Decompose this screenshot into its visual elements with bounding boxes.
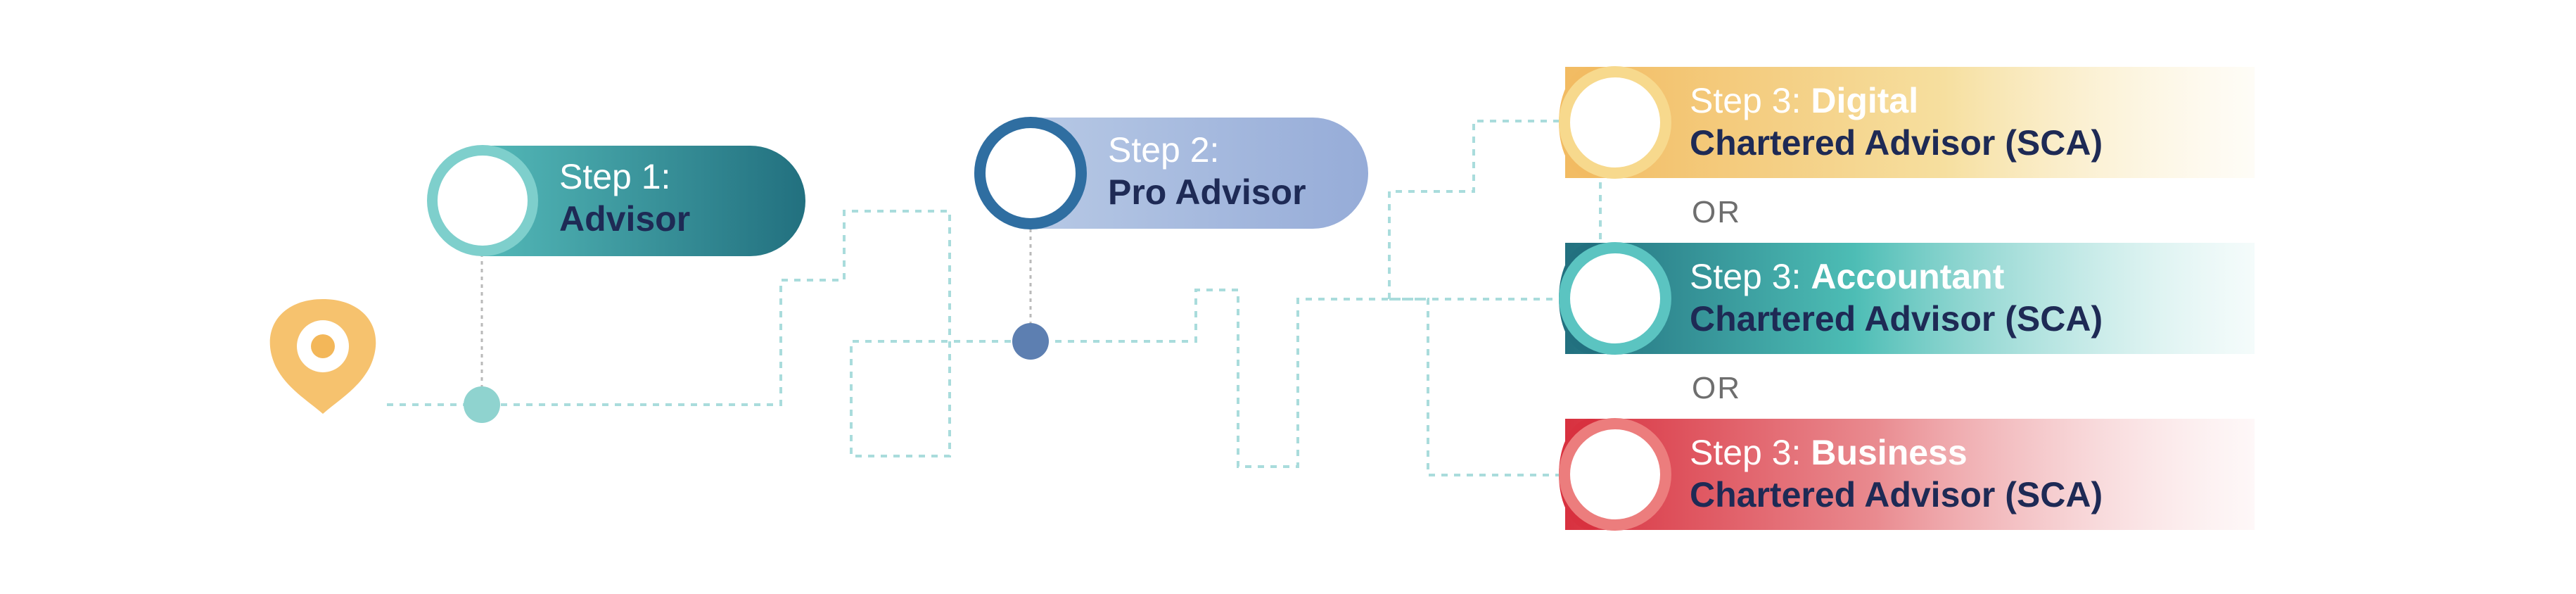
svg-text:Step 3: Accountant: Step 3: Accountant [1690, 257, 2005, 296]
step3-digital-track: Digital [1811, 81, 1918, 120]
step1-title: Advisor [559, 199, 690, 239]
svg-text:Step 3: Digital: Step 3: Digital [1690, 81, 1918, 120]
step3-digital-title: Chartered Advisor (SCA) [1690, 123, 2103, 163]
step1-node [464, 386, 500, 423]
step1-prefix: Step 1: [559, 157, 670, 196]
route-branch-lower [1388, 120, 1569, 299]
step3-business-band [1565, 419, 2255, 530]
svg-text:OR: OR [1692, 371, 1741, 405]
svg-text:Step 1:: Step 1: [559, 157, 670, 196]
svg-text:Step 3: Business: Step 3: Business [1690, 433, 1968, 472]
or-separator-1: OR [1692, 195, 1741, 229]
step3-accountant-ring-inner [1570, 253, 1660, 343]
route-branch-business [1389, 298, 1576, 476]
step3-business-badge[interactable]: Step 3: Business Chartered Advisor (SCA) [1559, 418, 2255, 531]
step1-ring-inner [438, 156, 528, 246]
svg-text:Advisor: Advisor [559, 199, 690, 239]
step3-accountant-title: Chartered Advisor (SCA) [1690, 299, 2103, 339]
step2-ring-inner [986, 128, 1076, 218]
or-separator-2: OR [1692, 371, 1741, 405]
location-pin-icon [269, 299, 376, 414]
step3-digital-prefix: Step 3: [1690, 81, 1811, 120]
step2-title: Pro Advisor [1108, 172, 1306, 212]
step3-digital-ring-inner [1570, 77, 1660, 168]
step2-prefix: Step 2: [1108, 130, 1219, 170]
svg-text:Pro Advisor: Pro Advisor [1108, 172, 1306, 212]
step3-accountant-band [1565, 243, 2255, 354]
svg-text:OR: OR [1692, 195, 1741, 229]
step1-badge[interactable]: Step 1: Advisor [427, 145, 805, 256]
svg-text:Chartered Advisor (SCA): Chartered Advisor (SCA) [1690, 123, 2103, 163]
svg-text:Chartered Advisor (SCA): Chartered Advisor (SCA) [1690, 299, 2103, 339]
step3-digital-band [1565, 67, 2255, 178]
step3-accountant-track: Accountant [1811, 257, 2004, 296]
step3-accountant-prefix: Step 3: [1690, 257, 1811, 296]
svg-text:Chartered Advisor (SCA): Chartered Advisor (SCA) [1690, 475, 2103, 514]
step3-business-prefix: Step 3: [1690, 433, 1811, 472]
step3-business-ring-inner [1570, 429, 1660, 519]
step2-node [1012, 323, 1049, 360]
step3-accountant-badge[interactable]: Step 3: Accountant Chartered Advisor (SC… [1559, 242, 2255, 355]
step3-business-title: Chartered Advisor (SCA) [1690, 475, 2103, 514]
step3-digital-badge[interactable]: Step 3: Digital Chartered Advisor (SCA) [1559, 66, 2255, 179]
svg-text:Step 2:: Step 2: [1108, 130, 1219, 170]
step3-business-track: Business [1811, 433, 1967, 472]
step2-badge[interactable]: Step 2: Pro Advisor [974, 117, 1368, 229]
